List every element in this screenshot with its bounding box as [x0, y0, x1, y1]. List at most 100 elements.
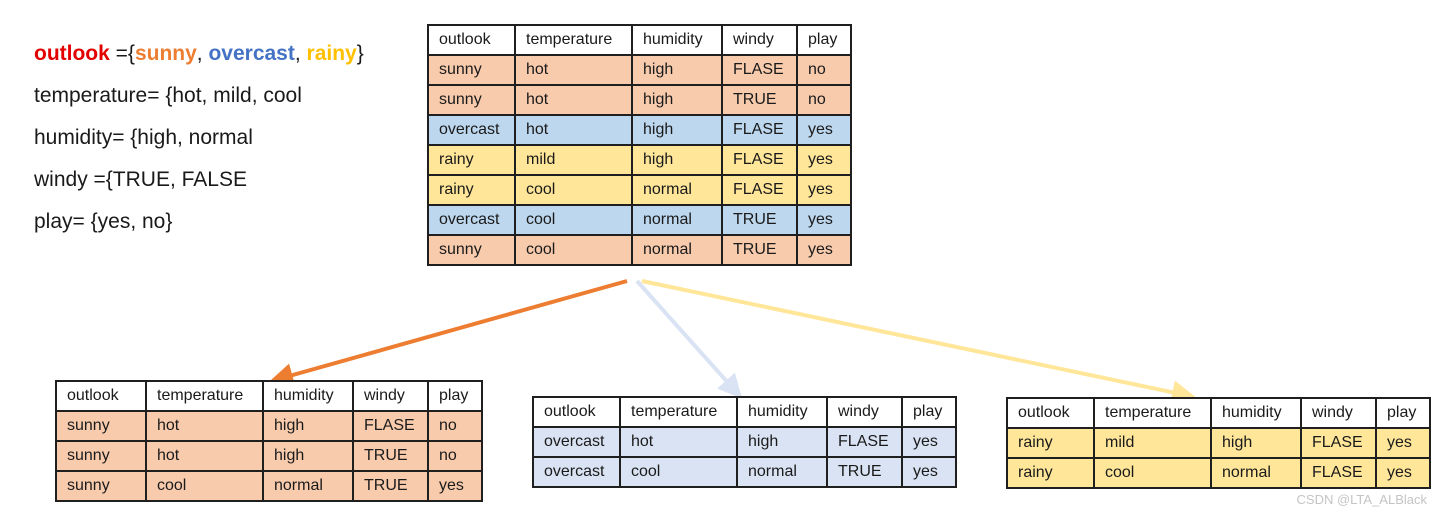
- table-cell: overcast: [532, 426, 621, 458]
- table-cell: yes: [796, 204, 852, 236]
- table-cell: cool: [514, 234, 633, 266]
- table-cell: cool: [1093, 457, 1212, 489]
- table-cell: yes: [796, 174, 852, 206]
- column-header: outlook: [55, 380, 147, 412]
- table-cell: sunny: [55, 470, 147, 502]
- legend-outlook-sep2: ,: [294, 42, 307, 65]
- table-cell: hot: [145, 440, 264, 472]
- table-cell: overcast: [532, 456, 621, 488]
- legend-line-humidity: humidity= {high, normal: [34, 126, 253, 149]
- legend-outlook-sep1: ,: [196, 42, 209, 65]
- column-header: windy: [352, 380, 429, 412]
- table-cell: FLASE: [1300, 427, 1377, 459]
- column-header: humidity: [736, 396, 828, 428]
- column-header: windy: [721, 24, 798, 56]
- table-cell: TRUE: [721, 204, 798, 236]
- table-cell: normal: [631, 204, 723, 236]
- table-cell: FLASE: [1300, 457, 1377, 489]
- table-cell: high: [631, 114, 723, 146]
- table-cell: TRUE: [352, 440, 429, 472]
- legend-line-windy: windy ={TRUE, FALSE: [34, 168, 248, 191]
- table-cell: normal: [736, 456, 828, 488]
- table-cell: FLASE: [721, 174, 798, 206]
- legend-outlook-key: outlook: [34, 42, 110, 65]
- table-cell: normal: [631, 234, 723, 266]
- legend-outlook-open: ={: [109, 42, 135, 65]
- table-cell: FLASE: [721, 114, 798, 146]
- legend-line-temperature: temperature= {hot, mild, cool: [34, 84, 302, 107]
- column-header: temperature: [1093, 397, 1212, 429]
- column-header: play: [796, 24, 852, 56]
- column-header: outlook: [427, 24, 516, 56]
- table-cell: rainy: [1006, 457, 1095, 489]
- table-cell: high: [262, 440, 354, 472]
- table-cell: yes: [1375, 457, 1431, 489]
- table-cell: hot: [514, 54, 633, 86]
- column-header: play: [1375, 397, 1431, 429]
- table-cell: rainy: [427, 174, 516, 206]
- column-header: temperature: [514, 24, 633, 56]
- table-cell: yes: [901, 426, 957, 458]
- table-cell: normal: [631, 174, 723, 206]
- table-cell: FLASE: [721, 144, 798, 176]
- table-cell: overcast: [427, 204, 516, 236]
- table-cell: rainy: [427, 144, 516, 176]
- column-header: humidity: [631, 24, 723, 56]
- table-cell: FLASE: [826, 426, 903, 458]
- table-cell: mild: [514, 144, 633, 176]
- legend-line-play: play= {yes, no}: [34, 210, 173, 233]
- table-cell: hot: [514, 84, 633, 116]
- column-header: humidity: [262, 380, 354, 412]
- table-cell: high: [631, 144, 723, 176]
- column-header: temperature: [145, 380, 264, 412]
- table-cell: sunny: [427, 84, 516, 116]
- legend-outlook-sunny: sunny: [134, 42, 197, 65]
- legend-outlook-overcast: overcast: [208, 42, 295, 65]
- watermark: CSDN @LTA_ALBlack: [1296, 492, 1427, 507]
- table-cell: cool: [145, 470, 264, 502]
- table-cell: no: [796, 84, 852, 116]
- arrow-to-rainy: [641, 279, 1196, 405]
- table-cell: high: [1210, 427, 1302, 459]
- table-cell: no: [427, 440, 483, 472]
- column-header: temperature: [619, 396, 738, 428]
- arrow-to-overcast: [635, 279, 742, 399]
- column-header: outlook: [532, 396, 621, 428]
- table-cell: yes: [901, 456, 957, 488]
- table-cell: sunny: [55, 440, 147, 472]
- table-cell: high: [736, 426, 828, 458]
- column-header: humidity: [1210, 397, 1302, 429]
- table-cell: hot: [514, 114, 633, 146]
- table-cell: high: [262, 410, 354, 442]
- attribute-legend: outlook ={sunny, overcast, rainy} temper…: [34, 38, 364, 248]
- table-cell: mild: [1093, 427, 1212, 459]
- legend-line-outlook: outlook ={sunny, overcast, rainy}: [34, 38, 364, 80]
- table-cell: overcast: [427, 114, 516, 146]
- table-cell: normal: [1210, 457, 1302, 489]
- column-header: play: [901, 396, 957, 428]
- table-cell: no: [427, 410, 483, 442]
- column-header: play: [427, 380, 483, 412]
- table-cell: no: [796, 54, 852, 86]
- table-cell: FLASE: [721, 54, 798, 86]
- table-cell: sunny: [427, 234, 516, 266]
- legend-outlook-rainy: rainy: [306, 42, 357, 65]
- table-cell: TRUE: [826, 456, 903, 488]
